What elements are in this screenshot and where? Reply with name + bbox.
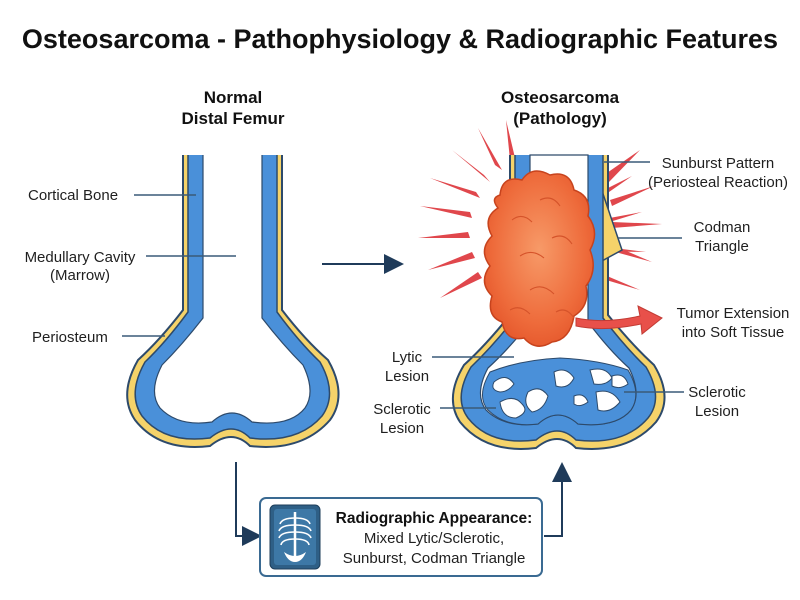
radiograph-box: Radiographic Appearance: Mixed Lytic/Scl… (259, 497, 543, 577)
flow-arrow-up (544, 462, 572, 537)
label-extension-line2: into Soft Tissue (682, 324, 785, 341)
radiograph-line1: Mixed Lytic/Sclerotic, (364, 530, 504, 547)
tumor-mass (483, 170, 596, 347)
normal-marrow (153, 155, 311, 424)
label-extension-line1: Tumor Extension (677, 305, 790, 322)
label-medullary-line1: Medullary Cavity (25, 249, 136, 266)
xray-chest-icon (269, 504, 321, 570)
radiograph-heading: Radiographic Appearance: (336, 510, 533, 527)
label-sclerotic-left-line1: Sclerotic (373, 401, 431, 418)
normal-femur (126, 155, 340, 448)
label-sclerotic-right-line1: Sclerotic (688, 384, 746, 401)
label-sclerotic-right-line2: Lesion (695, 403, 739, 420)
label-periosteum: Periosteum (32, 329, 108, 346)
label-sunburst-line1: Sunburst Pattern (662, 155, 775, 172)
label-codman-line1: Codman (694, 219, 751, 236)
label-codman-line2: Triangle (695, 238, 749, 255)
label-sclerotic-left-line2: Lesion (380, 420, 424, 437)
label-lytic-line1: Lytic (392, 349, 423, 366)
label-sunburst-line2: (Periosteal Reaction) (648, 174, 788, 191)
page-title: Osteosarcoma - Pathophysiology & Radiogr… (22, 24, 778, 54)
osteosarcoma-femur (451, 154, 666, 450)
label-medullary-line2: (Marrow) (50, 267, 110, 284)
normal-heading-line2: Distal Femur (182, 109, 285, 128)
radiograph-line2: Sunburst, Codman Triangle (343, 550, 526, 567)
radiograph-box-frame (259, 497, 543, 577)
tumor-extension-arrow (575, 305, 663, 335)
flow-arrow-down (235, 462, 262, 546)
lytic-holes (492, 368, 629, 419)
pathology-heading-line1: Osteosarcoma (501, 88, 620, 107)
normal-heading-line1: Normal (204, 88, 263, 107)
label-lytic-line2: Lesion (385, 368, 429, 385)
label-cortical-bone: Cortical Bone (28, 187, 118, 204)
tumor-texture (509, 197, 575, 319)
pathology-heading-line2: (Pathology) (513, 109, 607, 128)
sunburst-spikes (418, 120, 662, 298)
